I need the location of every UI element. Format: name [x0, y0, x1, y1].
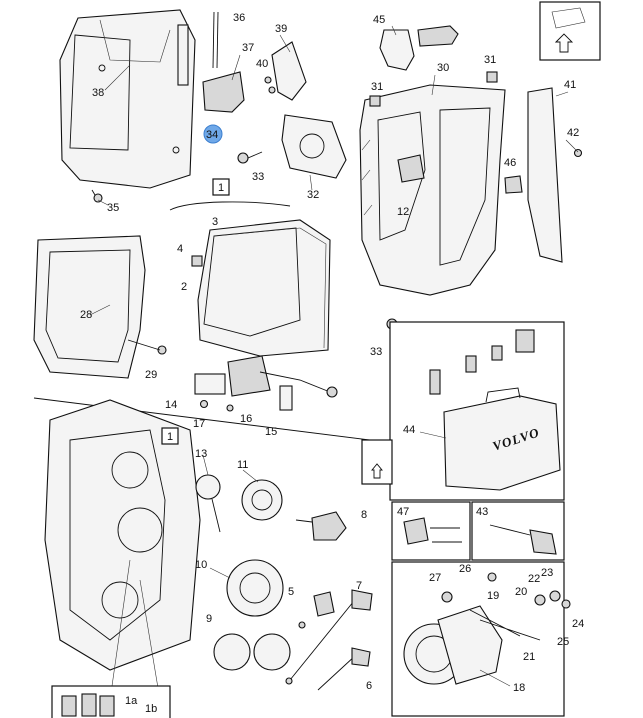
headlamp-unit — [197, 219, 331, 357]
callout-39: 39 — [275, 23, 287, 35]
igniter-box-18 — [391, 561, 571, 717]
part-10-cap — [226, 559, 284, 617]
bulb-box-47 — [391, 501, 471, 561]
callout-46: 46 — [504, 157, 516, 169]
callout-19: 19 — [487, 590, 499, 602]
callout-10: 10 — [195, 559, 207, 571]
highlight-marker[interactable] — [203, 124, 223, 144]
callout-33-bottom: 33 — [370, 346, 382, 358]
callout-29: 29 — [145, 369, 157, 381]
callout-42: 42 — [567, 127, 579, 139]
callout-32: 32 — [307, 189, 319, 201]
callout-41: 41 — [564, 79, 576, 91]
callout-40: 40 — [256, 58, 268, 70]
callout-28: 28 — [80, 309, 92, 321]
headlamp-housing-cover — [59, 9, 196, 203]
callout-26: 26 — [459, 563, 471, 575]
callout-38: 38 — [92, 87, 104, 99]
callout-22: 22 — [528, 573, 540, 585]
wiring-assembly-14-17 — [194, 355, 338, 412]
callout-8: 8 — [361, 509, 367, 521]
callout-box-1-bottom — [161, 427, 179, 445]
callout-box-1-top — [212, 178, 230, 196]
callout-12: 12 — [397, 206, 409, 218]
callout-44: 44 — [403, 424, 415, 436]
part-11-cap — [241, 479, 283, 521]
callout-3: 3 — [212, 216, 218, 228]
part-39-bracket — [271, 41, 307, 101]
part-31-clip-right — [486, 71, 498, 83]
callout-30: 30 — [437, 62, 449, 74]
callout-25: 25 — [557, 636, 569, 648]
callout-21: 21 — [523, 651, 535, 663]
leader-lines — [89, 25, 579, 687]
part-5-socket — [298, 591, 335, 629]
callout-1-bottom: 1 — [167, 431, 173, 443]
callout-37: 37 — [242, 42, 254, 54]
part-33-screw-top — [237, 151, 263, 164]
bottom-detail-box — [51, 685, 171, 718]
callout-1b: 1b — [145, 703, 157, 715]
callout-33-top: 33 — [252, 171, 264, 183]
callout-16: 16 — [240, 413, 252, 425]
part-28-frame — [33, 235, 146, 379]
part-6-7-cables — [285, 589, 373, 691]
callout-27: 27 — [429, 572, 441, 584]
callout-4: 4 — [177, 243, 183, 255]
view-reference-icon-mid — [361, 439, 393, 485]
part-37-bracket — [202, 71, 245, 113]
callout-6: 6 — [366, 680, 372, 692]
callout-1-top: 1 — [218, 182, 224, 194]
callout-20: 20 — [515, 586, 527, 598]
part-29-screw — [157, 345, 167, 355]
callout-9: 9 — [206, 613, 212, 625]
part-32-mount — [281, 114, 347, 179]
callout-15: 15 — [265, 426, 277, 438]
part-4-clip — [191, 255, 203, 267]
callout-17: 17 — [193, 418, 205, 430]
view-reference-icon-top — [539, 1, 601, 61]
part-12-relay — [397, 154, 425, 183]
callout-23: 23 — [541, 567, 553, 579]
part-8-socket — [295, 511, 347, 541]
callout-43: 43 — [476, 506, 488, 518]
callout-45: 45 — [373, 14, 385, 26]
callout-24: 24 — [572, 618, 584, 630]
part-36-rod — [212, 11, 219, 69]
rear-housing — [44, 399, 201, 701]
part-41-strip — [527, 87, 563, 263]
callout-18: 18 — [513, 682, 525, 694]
part-9-caps — [213, 633, 291, 671]
callout-14: 14 — [165, 399, 177, 411]
callout-11: 11 — [237, 459, 248, 471]
callout-34[interactable]: 34 — [206, 129, 218, 141]
bracket-frame — [359, 84, 506, 296]
callout-7: 7 — [356, 580, 362, 592]
part-42-screw — [573, 148, 583, 158]
part-45-bulb — [417, 25, 459, 47]
callout-labels: 1 1 1a 1b 2 3 4 5 6 7 8 9 10 11 12 13 14… — [80, 12, 584, 715]
callout-35: 35 — [107, 202, 119, 214]
callout-47: 47 — [397, 506, 409, 518]
part-40-screws — [264, 76, 276, 94]
callout-5: 5 — [288, 586, 294, 598]
callout-1a: 1a — [125, 695, 138, 707]
callout-2: 2 — [181, 281, 187, 293]
callout-36: 36 — [233, 12, 245, 24]
callout-31-right: 31 — [484, 54, 496, 66]
spare-kit-box — [389, 321, 565, 501]
xenon-box-43 — [471, 501, 565, 561]
part-31-clip-left — [369, 95, 381, 107]
part-45-clamp — [379, 29, 415, 71]
callout-31-left: 31 — [371, 81, 383, 93]
callout-13: 13 — [195, 448, 207, 460]
part-46-clip — [504, 175, 523, 194]
